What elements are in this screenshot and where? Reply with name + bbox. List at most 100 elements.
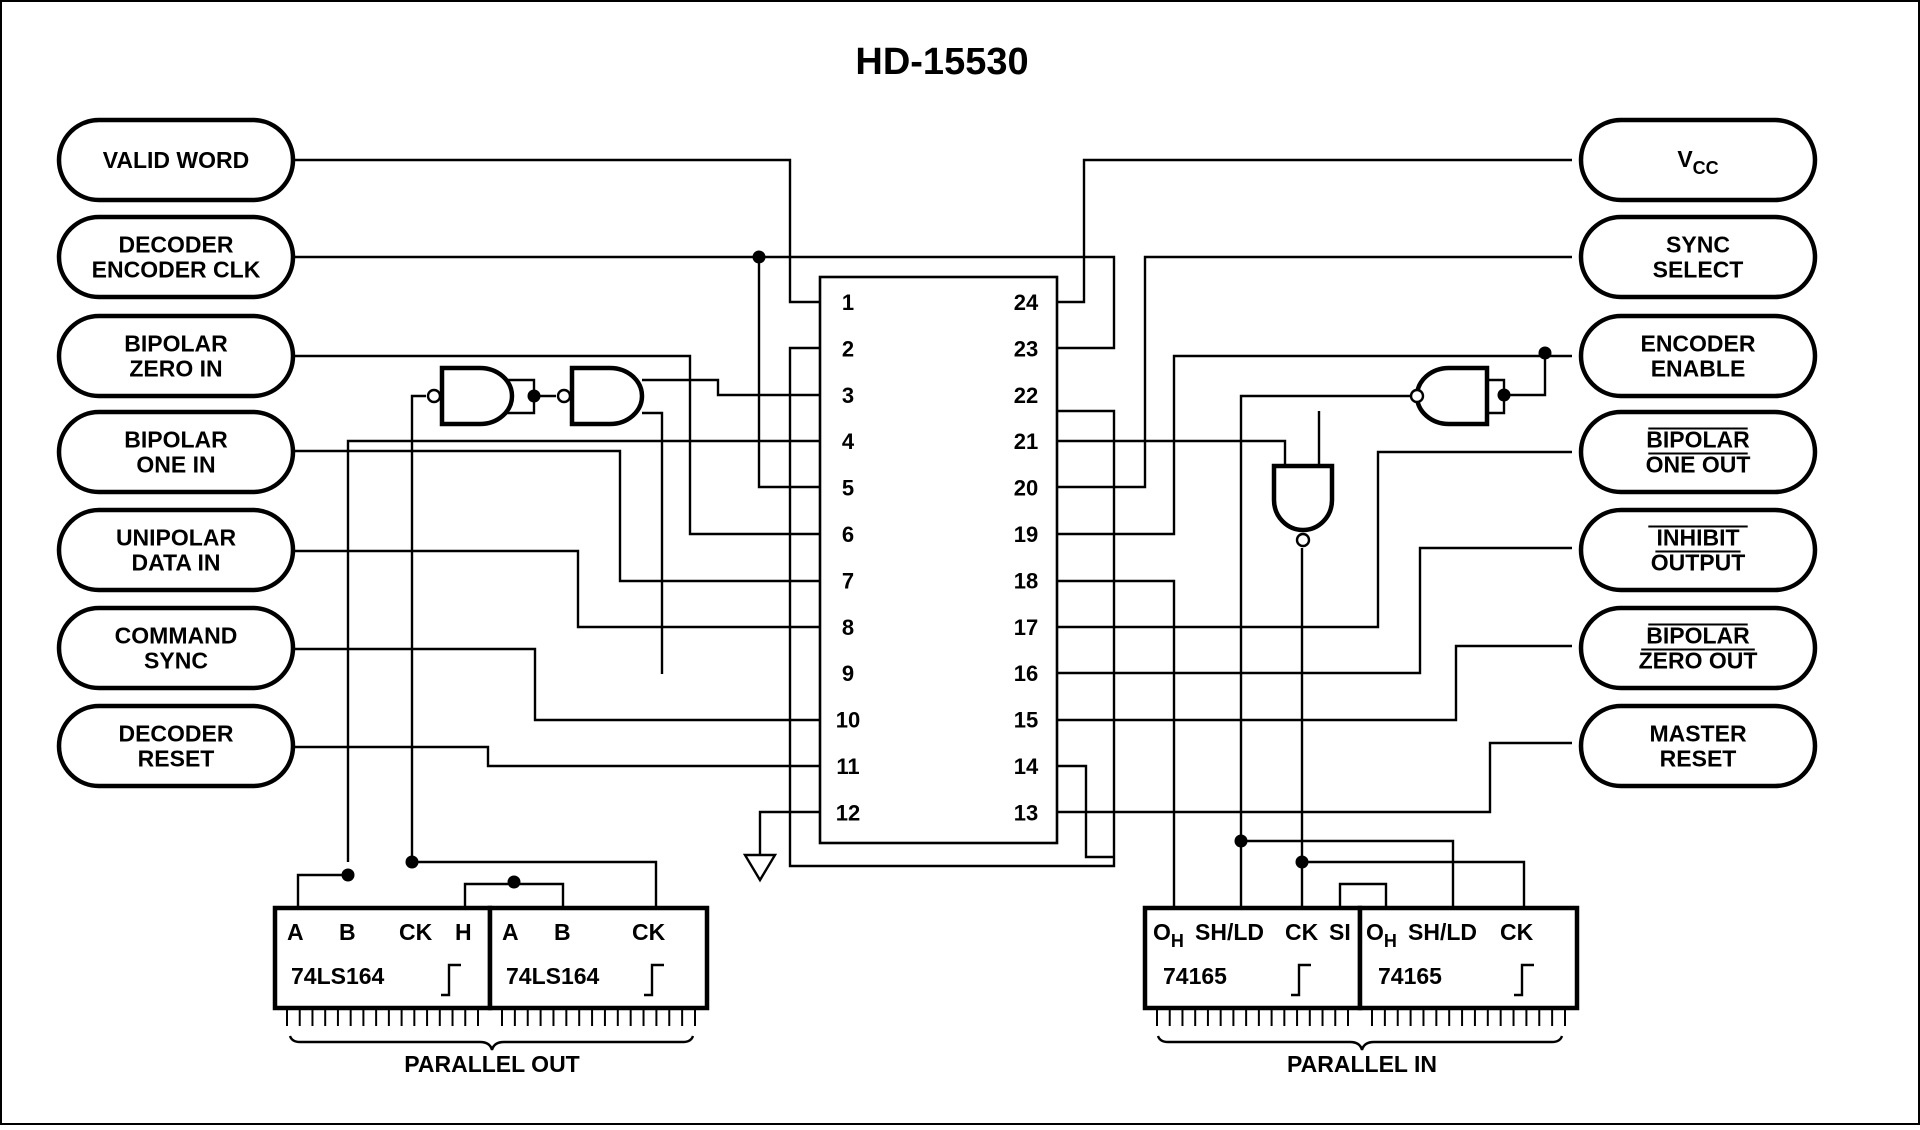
signal-pill — [1578, 507, 1818, 593]
signal-label-line: VALID WORD — [103, 147, 250, 173]
ic-pin-8: 8 — [842, 615, 854, 640]
ic-pin-13: 13 — [1014, 800, 1038, 825]
ic-pin-3: 3 — [842, 383, 854, 408]
signal-pill — [1578, 409, 1818, 495]
ic-pin-17: 17 — [1014, 615, 1038, 640]
signal-pill — [1578, 117, 1818, 203]
chip-pin-label: SH/LD — [1195, 919, 1264, 945]
signal-label-line: RESET — [138, 746, 215, 772]
signal-pill — [1578, 703, 1818, 789]
signal-label-line: SYNC — [144, 648, 208, 674]
ground-symbol — [742, 853, 778, 883]
ic-pin-19: 19 — [1014, 522, 1038, 547]
right-signal-0: VCC — [1578, 117, 1818, 203]
chip-pin-label: H — [455, 919, 472, 945]
chip-pin-label: B — [339, 919, 356, 945]
nand-gate-2 — [556, 365, 645, 427]
chip-body — [1357, 905, 1580, 1011]
signal-label-line: INHIBIT — [1656, 525, 1739, 551]
ic-pin-24: 24 — [1014, 290, 1039, 315]
signal-label-line: ENABLE — [1651, 356, 1746, 382]
wiring — [292, 158, 1572, 908]
chip-part-number: 74LS164 — [506, 963, 600, 989]
signal-pill — [1578, 214, 1818, 300]
chip-pin-label: CK — [1285, 919, 1319, 945]
signal-label-line: ZERO IN — [129, 356, 222, 382]
signal-label-line: ONE OUT — [1646, 452, 1751, 478]
signal-pill — [1578, 605, 1818, 691]
chip-body — [1142, 905, 1363, 1011]
signal-pill — [56, 313, 296, 399]
chip-pin-label: SI — [1329, 919, 1351, 945]
parallel-out-label: PARALLEL OUT — [404, 1051, 579, 1077]
signal-label-line: OUTPUT — [1651, 550, 1746, 576]
junctions — [341, 250, 1552, 889]
signal-label-line: ENCODER — [1640, 331, 1755, 357]
ic-pin-11: 11 — [836, 754, 859, 779]
bus-brackets — [288, 1035, 1564, 1051]
diagram-title: HD-15530 — [855, 41, 1028, 83]
parallel-in-label: PARALLEL IN — [1287, 1051, 1437, 1077]
chip-pin-label: A — [287, 919, 304, 945]
ic-pin-18: 18 — [1014, 568, 1038, 593]
chip-pin-label: B — [554, 919, 571, 945]
signal-label-sub: CC — [1693, 158, 1719, 178]
chip-pin-label: SH/LD — [1408, 919, 1477, 945]
hd15530-ic-body — [818, 275, 1059, 845]
ic-pin-7: 7 — [842, 568, 854, 593]
signal-label-line: RESET — [1660, 746, 1737, 772]
ic-pin-14: 14 — [1014, 754, 1039, 779]
nand-gate-3 — [1409, 365, 1490, 427]
clock-edge-symbol — [441, 963, 461, 997]
chip-body — [272, 905, 493, 1011]
nand-gate-1 — [426, 365, 515, 427]
ic-pin-23: 23 — [1014, 336, 1038, 361]
signal-pill — [56, 117, 296, 203]
ic-pin-12: 12 — [836, 800, 860, 825]
signal-label-line: MASTER — [1649, 721, 1747, 747]
ic-pin-6: 6 — [842, 522, 854, 547]
ic-pin-22: 22 — [1014, 383, 1038, 408]
ic-pin-20: 20 — [1014, 476, 1038, 501]
signal-label-line: DECODER — [118, 721, 233, 747]
chip-part-number: 74165 — [1163, 963, 1227, 989]
signal-label-line: DATA IN — [131, 550, 220, 576]
signal-label-line: BIPOLAR — [124, 427, 228, 453]
signal-label-line: ZERO OUT — [1639, 648, 1758, 674]
nand-gate-4 — [1271, 463, 1335, 548]
signal-pill — [56, 507, 296, 593]
signal-label-line: SELECT — [1653, 257, 1744, 283]
ic-pin-2: 2 — [842, 336, 854, 361]
ic-pin-1: 1 — [842, 290, 854, 315]
left-signal-0: VALID WORD — [56, 117, 296, 203]
signal-label-line: COMMAND — [115, 623, 238, 649]
signal-pill — [56, 703, 296, 789]
signal-label-line: BIPOLAR — [124, 331, 228, 357]
clock-edge-symbol — [1291, 963, 1311, 997]
signal-label-line: BIPOLAR — [1646, 427, 1750, 453]
ic-pin-16: 16 — [1014, 661, 1038, 686]
signal-pill — [1578, 313, 1818, 399]
chip-pin-label: A — [502, 919, 519, 945]
chip-part-number: 74165 — [1378, 963, 1442, 989]
ic-pin-5: 5 — [842, 476, 854, 501]
signal-label-line: SYNC — [1666, 232, 1730, 258]
